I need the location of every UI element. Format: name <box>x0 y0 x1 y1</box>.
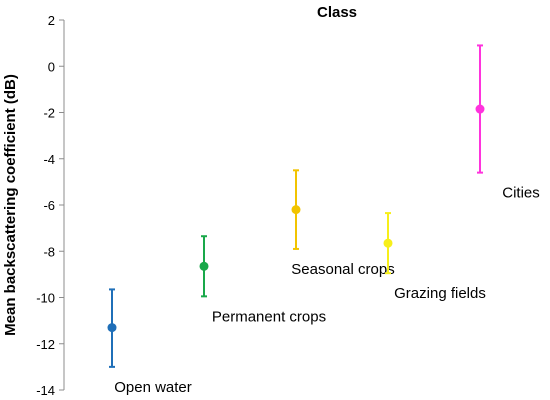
point-group: Seasonal crops <box>291 169 395 278</box>
y-axis-ticks: 2 0 -2 -4 -6 -8 -10 -12 -14 <box>36 13 64 398</box>
category-label: Grazing fields <box>394 285 486 302</box>
y-tick-label: -4 <box>43 152 55 167</box>
y-axis-label: Mean backscattering coefficient (dB) <box>2 74 19 336</box>
data-points: Open water Permanent crops Seasonal cropsG… <box>107 44 540 396</box>
y-tick-label: -8 <box>43 244 55 259</box>
category-label: Seasonal crops <box>291 261 394 278</box>
y-tick-label: 0 <box>48 59 55 74</box>
point-group: Permanent crops <box>199 235 326 325</box>
data-point <box>475 104 485 114</box>
y-tick-label: -10 <box>36 291 55 306</box>
y-tick-label: 2 <box>48 13 55 28</box>
point-group: Open water <box>107 288 192 396</box>
y-tick-label: -2 <box>43 106 55 121</box>
data-point <box>383 238 393 248</box>
point-group: Cities <box>475 44 540 202</box>
data-point <box>199 261 209 271</box>
y-tick-label: -14 <box>36 383 55 398</box>
category-label: Open water <box>114 379 192 396</box>
data-point <box>291 205 301 215</box>
chart-title: Class <box>317 4 357 21</box>
data-point <box>107 323 117 333</box>
y-tick-label: -6 <box>43 198 55 213</box>
y-tick-label: -12 <box>36 337 55 352</box>
point-group: Grazing fields <box>383 212 486 302</box>
category-label: Permanent crops <box>212 308 326 325</box>
category-label: Cities <box>502 185 540 202</box>
